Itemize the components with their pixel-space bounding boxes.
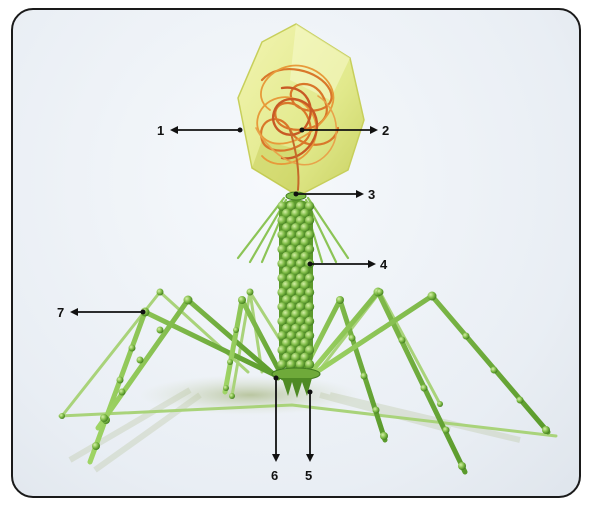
label-3: 3 — [368, 187, 375, 202]
tail-sheath — [277, 200, 314, 370]
callout-7 — [70, 308, 146, 316]
callout-1 — [170, 126, 243, 134]
label-1: 1 — [157, 123, 164, 138]
label-4: 4 — [380, 257, 388, 272]
label-5: 5 — [305, 468, 312, 483]
label-2: 2 — [382, 123, 389, 138]
sheath-bead — [277, 360, 286, 369]
callout-4 — [308, 260, 377, 268]
label-6: 6 — [271, 468, 278, 483]
label-7: 7 — [57, 305, 64, 320]
capsid-head — [238, 24, 364, 196]
sheath-bead — [305, 360, 314, 369]
